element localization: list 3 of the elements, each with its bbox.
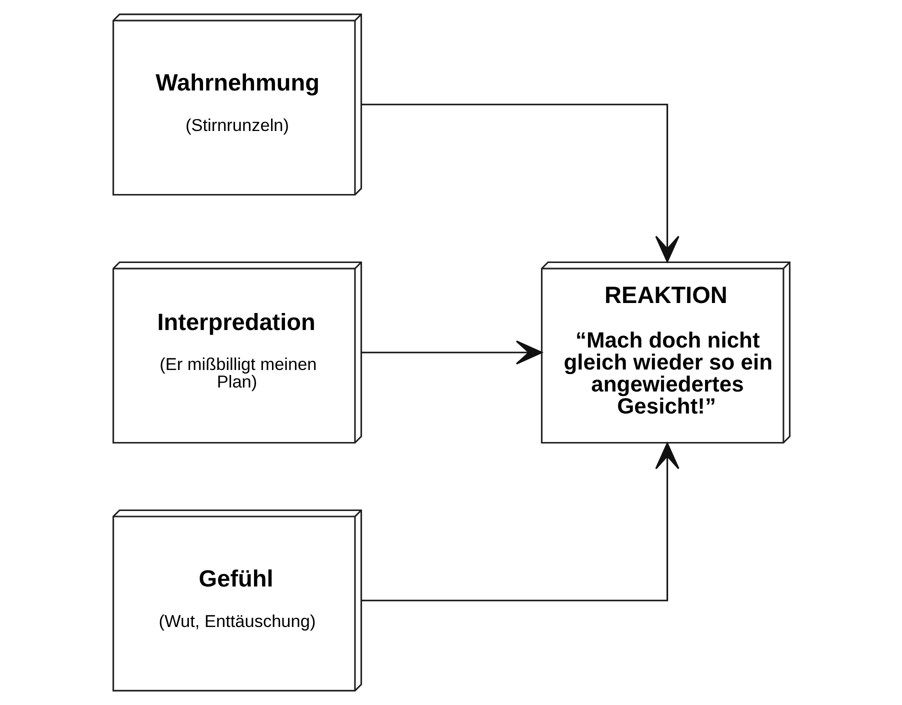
- arrow: [361, 340, 542, 365]
- arrow: [361, 104, 679, 262]
- arrow: [361, 442, 679, 602]
